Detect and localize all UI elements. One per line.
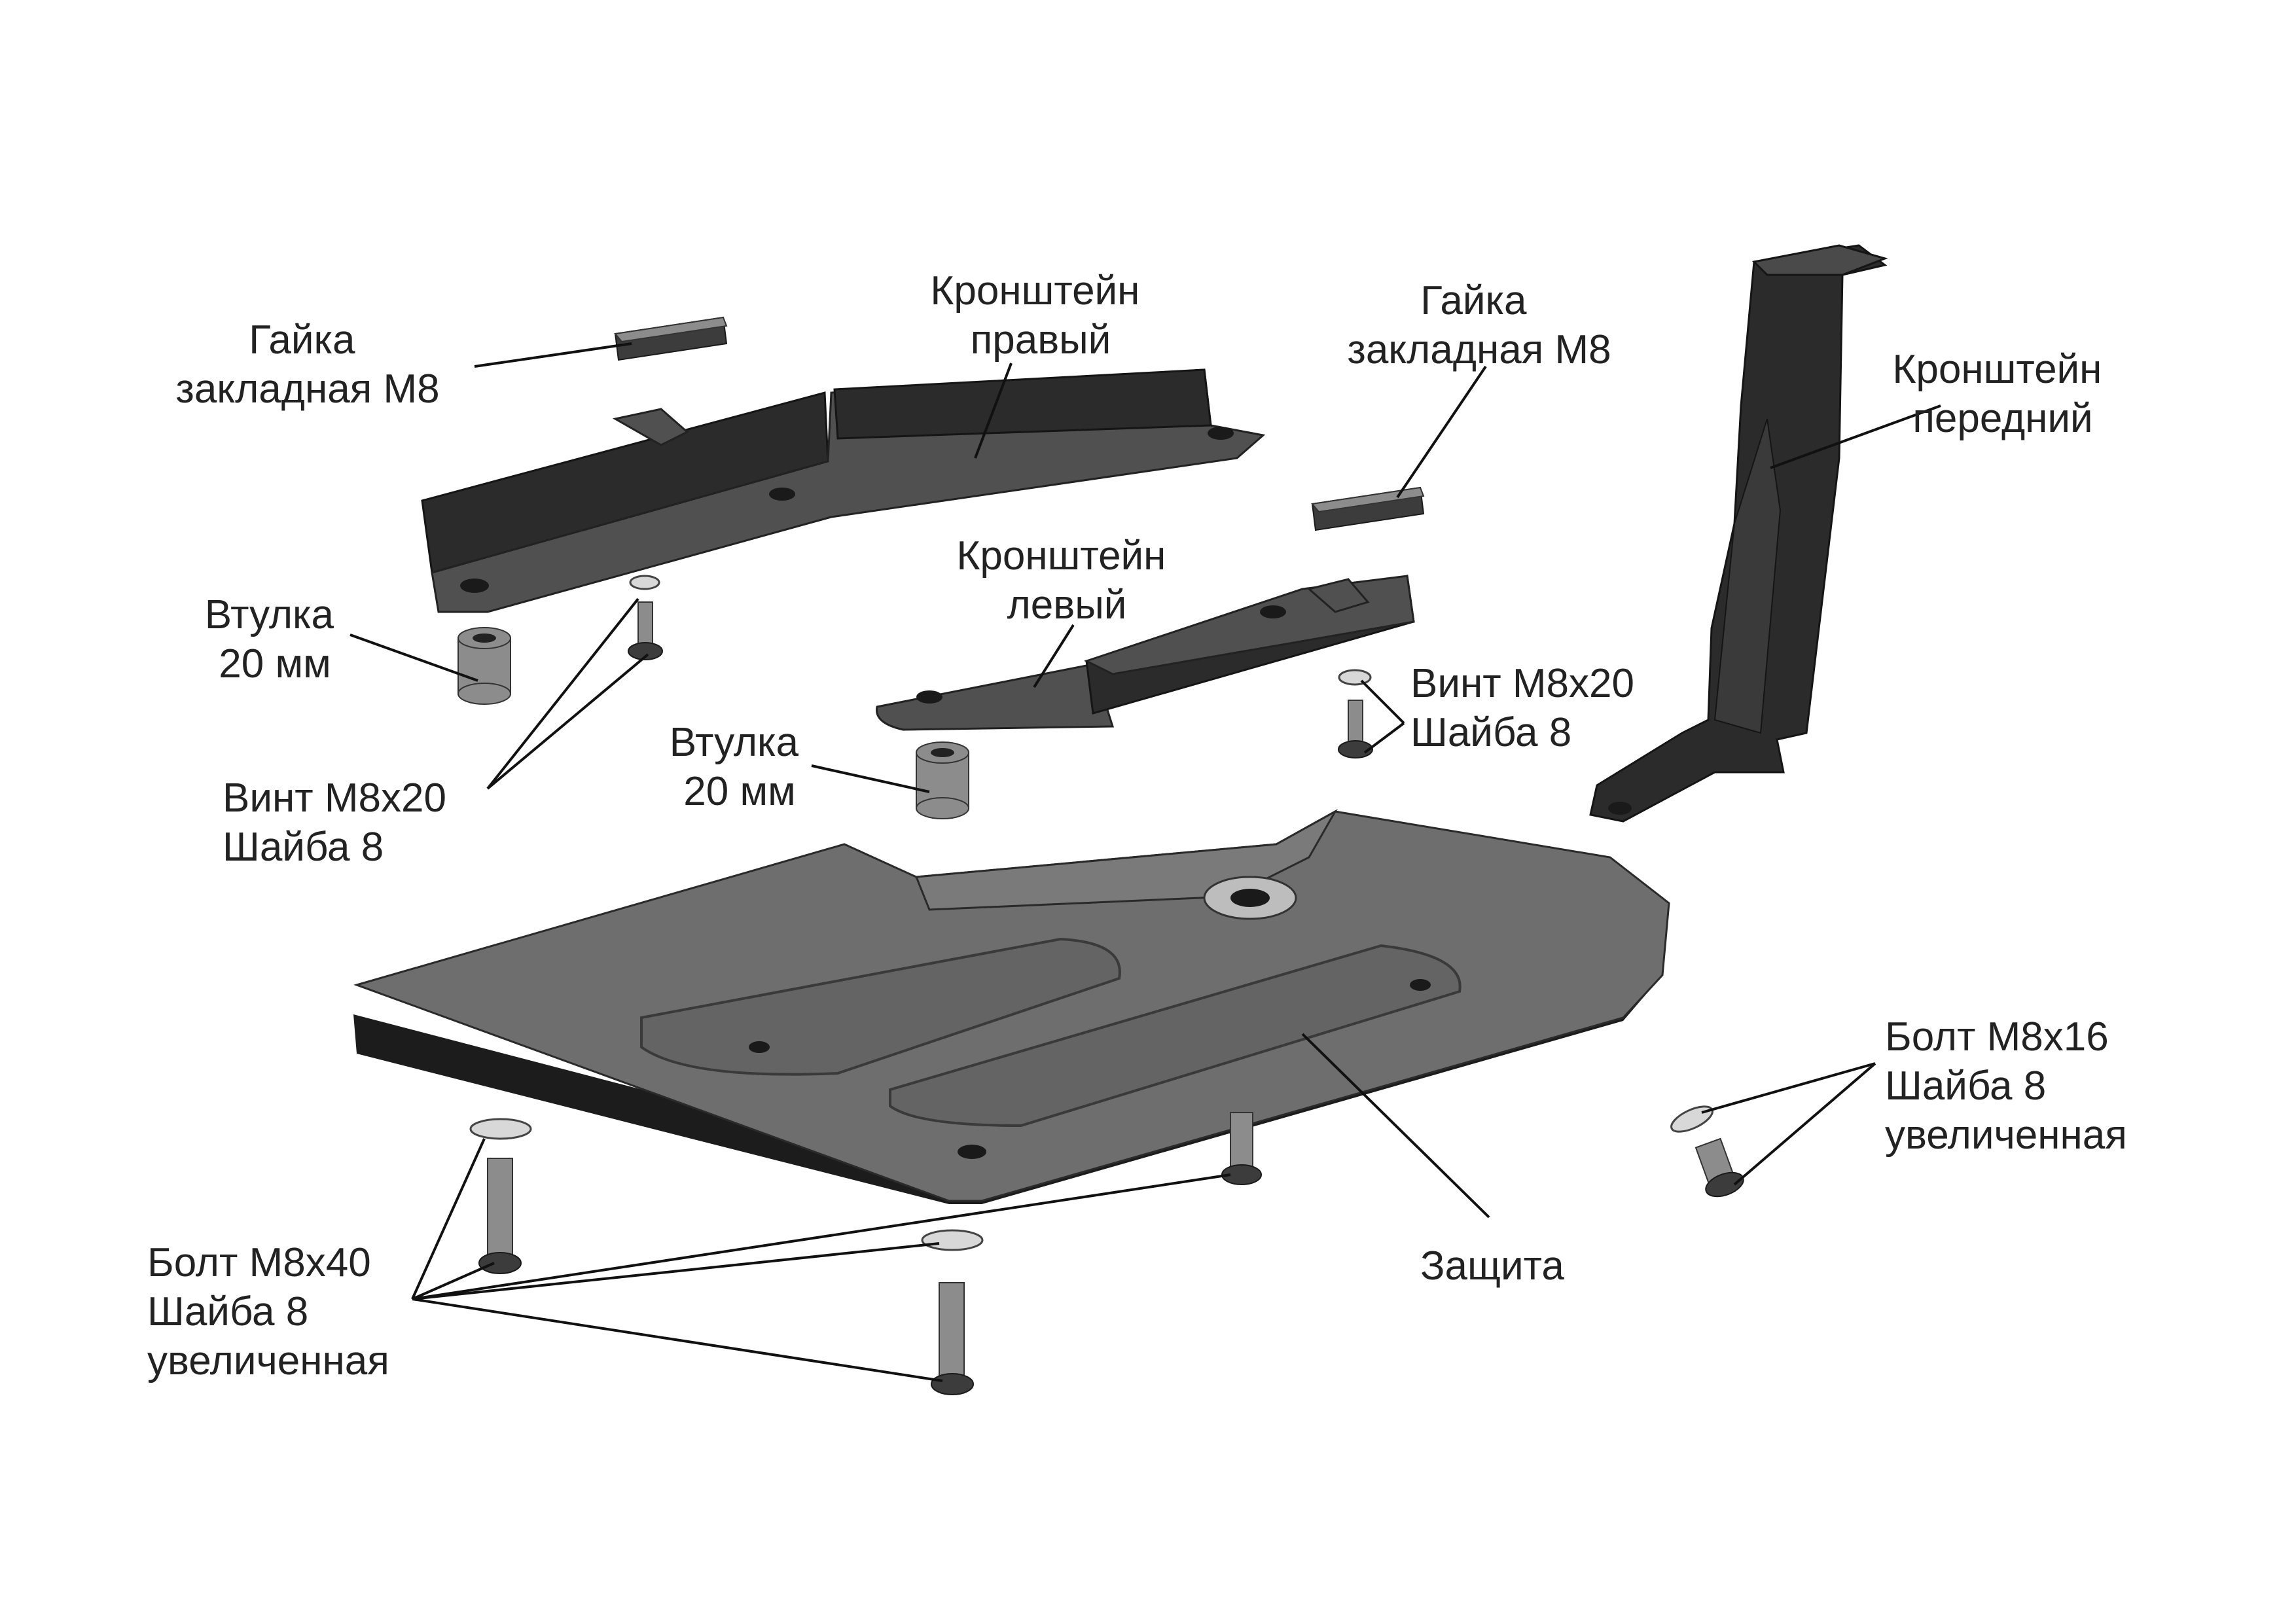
label-bushing-left: Втулка 20 мм bbox=[670, 720, 810, 814]
leader-bolt-m16-a bbox=[1701, 1062, 1876, 1114]
bracket-front bbox=[1589, 244, 1888, 823]
bolt-m8x40-a bbox=[469, 1118, 532, 1274]
bolt-m8x40-c bbox=[921, 1229, 984, 1395]
leader-guard bbox=[1301, 1033, 1490, 1219]
label-bracket-right: Кронштейн правый bbox=[930, 268, 1151, 363]
bracket-left bbox=[876, 575, 1415, 731]
guard-plate bbox=[353, 809, 1670, 1204]
leader-screw-right-b bbox=[1363, 722, 1405, 754]
label-bolt-m8x40: Болт М8х40 Шайба 8 увеличенная bbox=[147, 1240, 389, 1383]
leader-bolt-m40-d bbox=[412, 1242, 940, 1300]
leader-bracket-left bbox=[1033, 624, 1075, 688]
leader-bolt-m16-b bbox=[1733, 1062, 1876, 1186]
label-bracket-front: Кронштейн передний bbox=[1892, 347, 2113, 441]
leader-bracket-front bbox=[1770, 404, 1941, 469]
screw-m8x20-left bbox=[628, 575, 663, 660]
leader-bolt-m40-b bbox=[412, 1262, 495, 1300]
label-screw-left: Винт М8х20 Шайба 8 bbox=[223, 776, 457, 870]
bushing-left bbox=[916, 741, 969, 819]
label-bracket-left: Кронштейн левый bbox=[956, 533, 1177, 628]
label-bushing-right: Втулка 20 мм bbox=[205, 592, 345, 687]
leader-bushing-left bbox=[811, 764, 930, 793]
leader-nut-left bbox=[1396, 365, 1487, 499]
bracket-right bbox=[421, 368, 1266, 613]
bolt-m8x40-b bbox=[1221, 1112, 1262, 1185]
leader-nut-right bbox=[474, 342, 632, 368]
label-nut-right: Гайка закладная М8 bbox=[175, 317, 439, 412]
leader-screw-left-b bbox=[486, 653, 649, 790]
bushing-right bbox=[457, 627, 511, 705]
labels: Гайка закладная М8 Кронштейн правый Гайк… bbox=[147, 268, 2127, 1383]
leader-screw-left-a bbox=[486, 597, 639, 790]
leader-bolt-m40-e bbox=[412, 1298, 943, 1382]
label-nut-left: Гайка закладная М8 bbox=[1347, 278, 1611, 372]
leader-screw-right-a bbox=[1360, 679, 1405, 724]
leader-lines bbox=[350, 342, 1941, 1382]
leader-bolt-m40-c bbox=[412, 1173, 1231, 1300]
leader-bolt-m40-a bbox=[411, 1138, 486, 1300]
insert-nut-left bbox=[1311, 486, 1425, 531]
label-bolt-m8x16: Болт М8х16 Шайба 8 увеличенная bbox=[1885, 1014, 2127, 1158]
leader-bracket-right bbox=[974, 363, 1013, 459]
leader-bushing-right bbox=[350, 633, 478, 682]
screw-m8x20-right bbox=[1338, 669, 1373, 758]
label-screw-right: Винт М8х20 Шайба 8 bbox=[1410, 661, 1645, 755]
label-guard: Защита bbox=[1420, 1243, 1564, 1289]
bolt-m8x16 bbox=[1670, 1105, 1744, 1198]
insert-nut-right bbox=[614, 316, 728, 361]
